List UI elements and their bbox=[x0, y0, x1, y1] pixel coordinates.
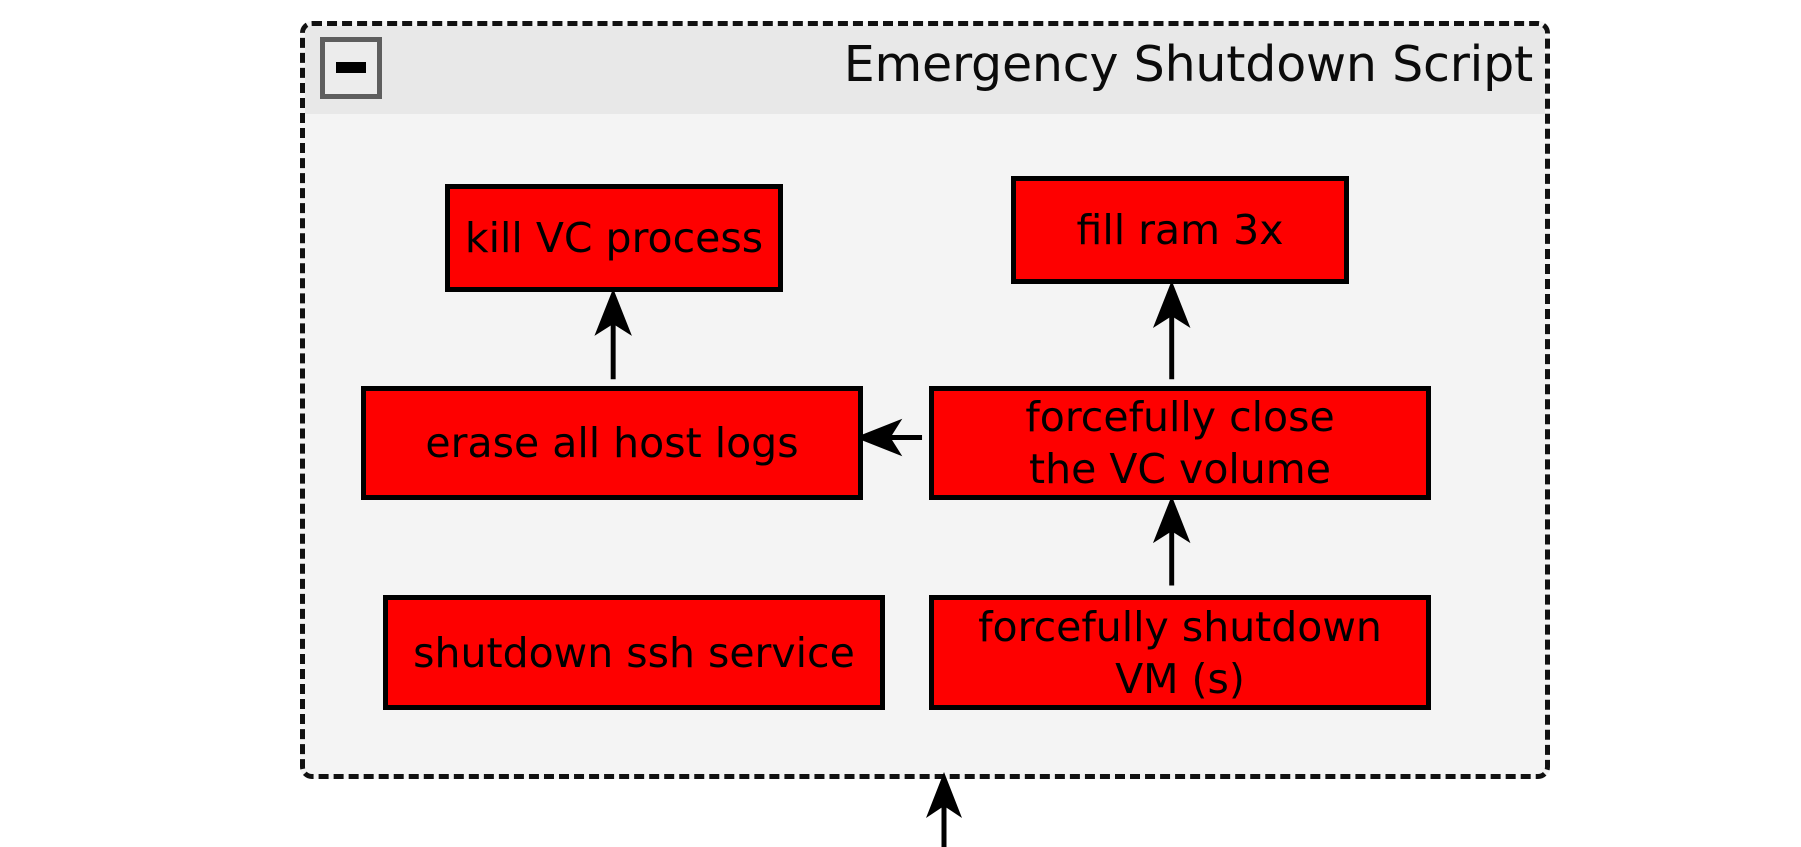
minus-icon[interactable] bbox=[320, 37, 382, 99]
node-kill-vc-process[interactable]: kill VC process bbox=[445, 184, 783, 292]
node-fill-ram-3x[interactable]: fill ram 3x bbox=[1011, 176, 1349, 284]
subgraph-header bbox=[305, 26, 1545, 114]
subgraph-title: Emergency Shutdown Script bbox=[843, 36, 1533, 93]
edge-force-shutdown-to-force-close bbox=[1152, 495, 1191, 586]
edge-force-close-to-erase-logs bbox=[854, 418, 923, 457]
node-erase-all-host-logs[interactable]: erase all host logs bbox=[361, 386, 863, 500]
edge-force-close-to-fill-ram bbox=[1152, 280, 1191, 380]
node-forcefully-close-the-vc-volume[interactable]: forcefully close the VC volume bbox=[929, 386, 1431, 500]
edge-erase-logs-to-kill-vc bbox=[594, 288, 632, 380]
subgraph-emergency-shutdown-script: Emergency Shutdown Script bbox=[300, 21, 1550, 779]
node-forcefully-shutdown-vm-s[interactable]: forcefully shutdown VM (s) bbox=[929, 595, 1431, 710]
minus-icon-bar bbox=[336, 62, 366, 73]
node-shutdown-ssh-service[interactable]: shutdown ssh service bbox=[383, 595, 885, 710]
